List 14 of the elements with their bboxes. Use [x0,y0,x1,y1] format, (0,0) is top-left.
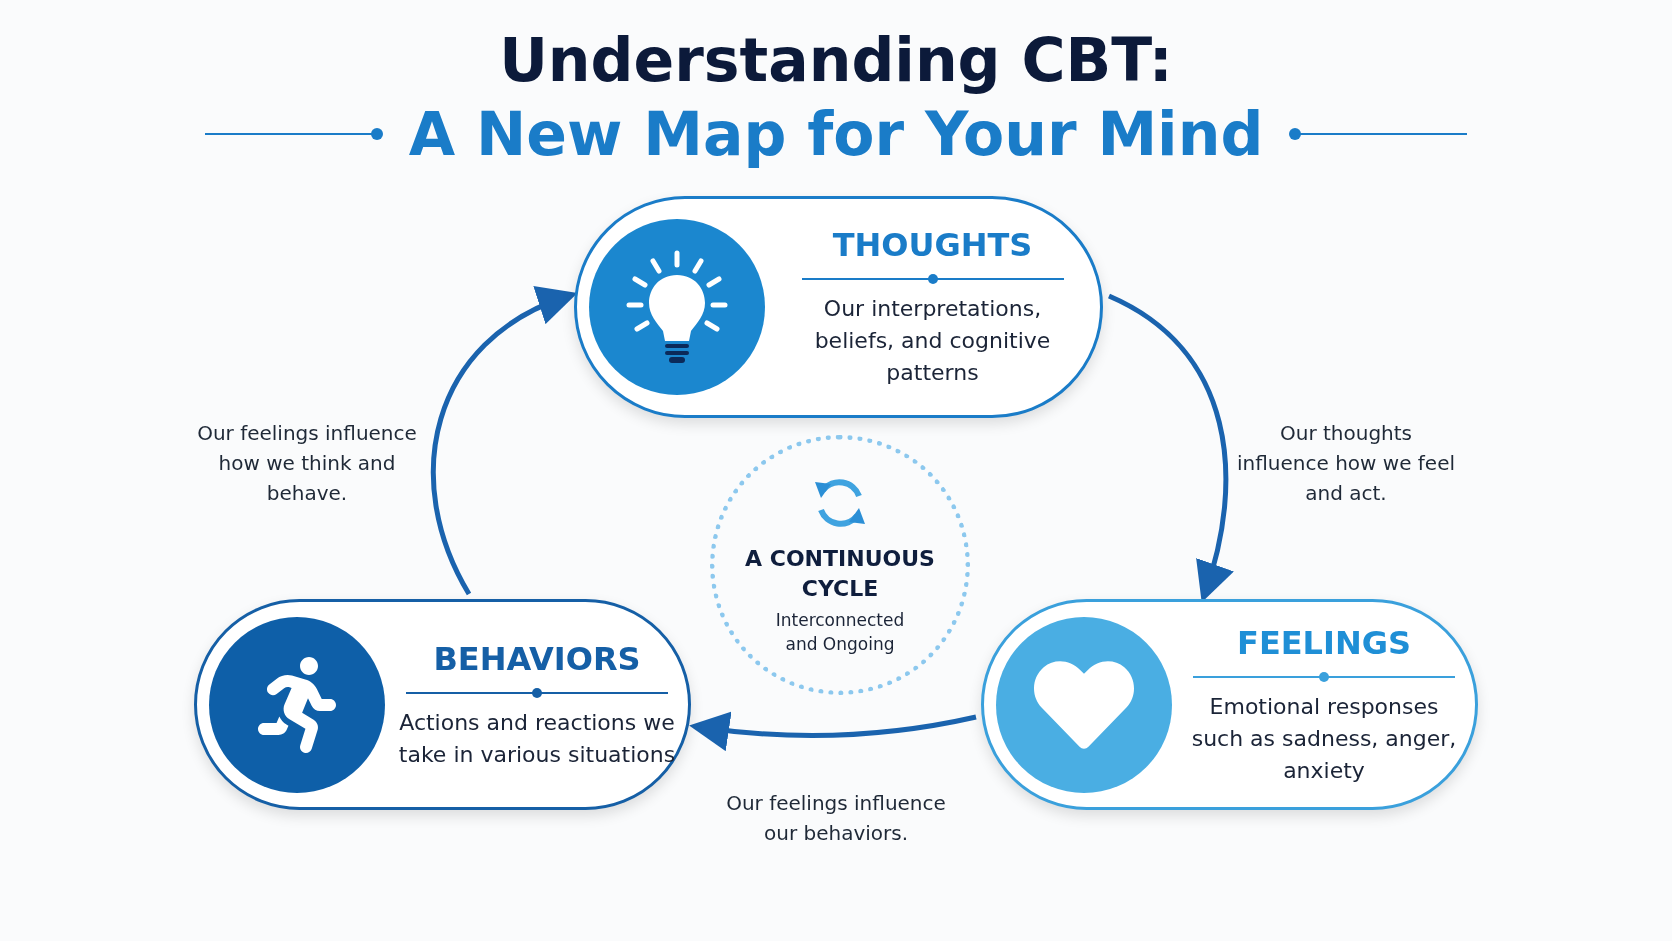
concept-heading: BEHAVIORS [433,638,641,679]
edge-label: Our feelings influence our behaviors. [725,790,947,847]
concept-heading: FEELINGS [1237,622,1411,663]
cycle-heading: A CONTINUOUS CYCLE [744,545,936,603]
title: Understanding CBT: [498,24,1174,96]
arrow [689,711,977,751]
concept-description: Actions and reactions we take in various situations [397,708,677,769]
concept-heading: THOUGHTS [832,225,1033,265]
concept-description: Emotional responses such as sadness, anger, anxiety [1190,692,1458,785]
cycle-subtext: Interconnected and Ongoing [774,609,906,656]
subtitle: A New Map for Your Mind [408,98,1264,170]
concept-description: Our interpretations, beliefs, and cognitive patterns [813,295,1052,387]
edge-label: Our thoughts influence how we feel and act. [1236,420,1456,507]
edge-label: Our feelings influence how we think and behave. [197,420,417,507]
